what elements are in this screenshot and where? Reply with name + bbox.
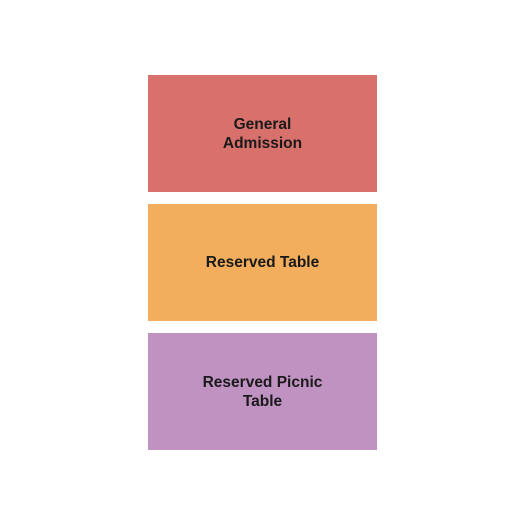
section-label: General Admission: [222, 115, 303, 152]
section-reserved-table[interactable]: Reserved Table: [148, 204, 377, 321]
section-reserved-picnic-table[interactable]: Reserved Picnic Table: [148, 333, 377, 450]
section-label: Reserved Table: [205, 254, 320, 271]
section-general-admission[interactable]: General Admission: [148, 75, 377, 192]
section-label: Reserved Picnic Table: [202, 373, 323, 410]
